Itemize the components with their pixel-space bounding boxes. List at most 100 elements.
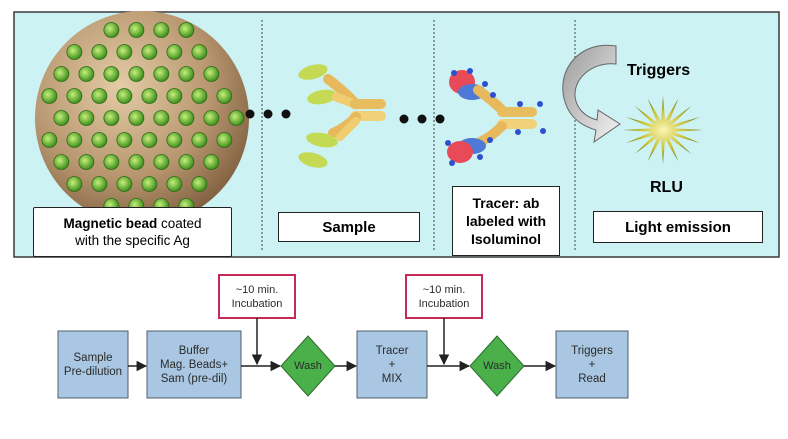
- antigen-spot: [178, 22, 195, 38]
- sample-label: Sample: [278, 212, 420, 242]
- antigen-spot: [141, 88, 158, 104]
- incubation-1-line2: Incubation: [231, 297, 283, 310]
- incubation-box-2: [405, 274, 483, 319]
- step-tracer-box: [356, 330, 428, 399]
- step-triggers-line1: Triggers: [571, 344, 613, 357]
- antigen-spot: [153, 154, 170, 170]
- antigen-spot: [41, 88, 58, 104]
- step-tracer-line3: MIX: [381, 372, 403, 385]
- step-triggers-label: Triggers + Read: [556, 331, 628, 398]
- antigen-spot: [128, 22, 145, 38]
- wash-diamond-1: [280, 335, 336, 397]
- antigen-spot: [166, 88, 183, 104]
- antigen-spot: [203, 154, 220, 170]
- antigen-spot: [166, 132, 183, 148]
- antigen-spot: [191, 132, 208, 148]
- antigen-spot: [91, 88, 108, 104]
- rlu-text: RLU: [650, 179, 683, 196]
- step-sample-line2: Pre-dilution: [63, 365, 123, 378]
- antigen-spot: [116, 132, 133, 148]
- antigen-spot: [153, 66, 170, 82]
- antigen-spot: [66, 176, 83, 192]
- antigen-spot: [66, 88, 83, 104]
- antigen-spot: [103, 66, 120, 82]
- incubation-label-1: ~10 min. Incubation: [219, 275, 295, 318]
- step-buffer-line2: Mag. Beads+: [159, 358, 229, 371]
- step-buffer-box: [146, 330, 242, 399]
- antigen-spot: [78, 110, 95, 126]
- tracer-label-line1: Tracer: ab: [472, 195, 540, 211]
- antigen-spot: [53, 110, 70, 126]
- antigen-spot: [178, 110, 195, 126]
- step-sample-label: Sample Pre-dilution: [58, 331, 128, 398]
- antigen-spot: [166, 44, 183, 60]
- antigen-spot: [91, 176, 108, 192]
- antigen-spot: [66, 44, 83, 60]
- incubation-2-line2: Incubation: [418, 297, 470, 310]
- incubation-1-line1: ~10 min.: [235, 283, 279, 296]
- incubation-label-2: ~10 min. Incubation: [406, 275, 482, 318]
- magnetic-bead-label-line2: with the specific Ag: [75, 233, 190, 248]
- magnetic-bead-label-rest: coated: [157, 216, 202, 231]
- step-sample-line1: Sample: [73, 351, 113, 364]
- antigen-spot: [66, 132, 83, 148]
- antigen-spot: [178, 66, 195, 82]
- antigen-spot: [191, 176, 208, 192]
- antigen-spot: [216, 88, 233, 104]
- flow-diagram: [57, 274, 629, 399]
- trigger-arrow: [562, 44, 621, 144]
- incubation-2-line1: ~10 min.: [422, 283, 466, 296]
- antigen-coating: [41, 22, 245, 214]
- antigen-spot: [41, 132, 58, 148]
- step-triggers-box: [555, 330, 629, 399]
- antigen-spot: [141, 44, 158, 60]
- antigen-spot: [141, 132, 158, 148]
- antigen-spot: [91, 44, 108, 60]
- light-emission-label: Light emission: [593, 211, 763, 243]
- magnetic-bead-label-bold: Magnetic bead: [63, 216, 158, 231]
- antigen-spot: [128, 154, 145, 170]
- magnetic-bead-illustration: [35, 11, 249, 225]
- connector-dots-1: [245, 109, 291, 119]
- step-tracer-label: Tracer + MIX: [357, 331, 427, 398]
- antigen-spot: [203, 110, 220, 126]
- antigen-spot: [166, 176, 183, 192]
- antigen-spot: [78, 154, 95, 170]
- antigen-spot: [91, 132, 108, 148]
- wash-diamond-2: [469, 335, 525, 397]
- step-buffer-label: Buffer Mag. Beads+ Sam (pre-dil): [147, 331, 241, 398]
- antigen-spot: [103, 22, 120, 38]
- antigen-spot: [141, 176, 158, 192]
- antigen-spot: [128, 110, 145, 126]
- step-buffer-line3: Sam (pre-dil): [160, 372, 228, 385]
- antigen-spot: [153, 22, 170, 38]
- step-tracer-line1: Tracer: [375, 344, 409, 357]
- tracer-label: Tracer: ab labeled with Isoluminol: [452, 186, 560, 256]
- triggers-text: Triggers: [627, 62, 691, 79]
- light-starburst: [623, 96, 703, 164]
- sample-antibody-icon: [298, 64, 386, 168]
- tracer-label-line2: labeled with: [465, 213, 547, 229]
- wash-label-2: Wash: [483, 360, 511, 372]
- antigen-spot: [228, 110, 245, 126]
- antigen-spot: [216, 132, 233, 148]
- incubation-box-1: [218, 274, 296, 319]
- step-buffer-line1: Buffer: [178, 344, 210, 357]
- antigen-spot: [153, 110, 170, 126]
- step-tracer-line2: +: [388, 358, 396, 371]
- antigen-spot: [116, 176, 133, 192]
- step-sample-box: [57, 330, 129, 399]
- antigen-spot: [191, 88, 208, 104]
- antigen-spot: [103, 110, 120, 126]
- connector-dots-2: [399, 114, 445, 124]
- antigen-spot: [53, 154, 70, 170]
- wash-label-1: Wash: [294, 360, 322, 372]
- antigen-spot: [78, 66, 95, 82]
- magnetic-bead-label: Magnetic bead coated with the specific A…: [33, 207, 232, 257]
- antigen-spot: [53, 66, 70, 82]
- antigen-spot: [203, 66, 220, 82]
- antigen-spot: [103, 154, 120, 170]
- step-triggers-line3: Read: [578, 372, 606, 385]
- antigen-spot: [128, 66, 145, 82]
